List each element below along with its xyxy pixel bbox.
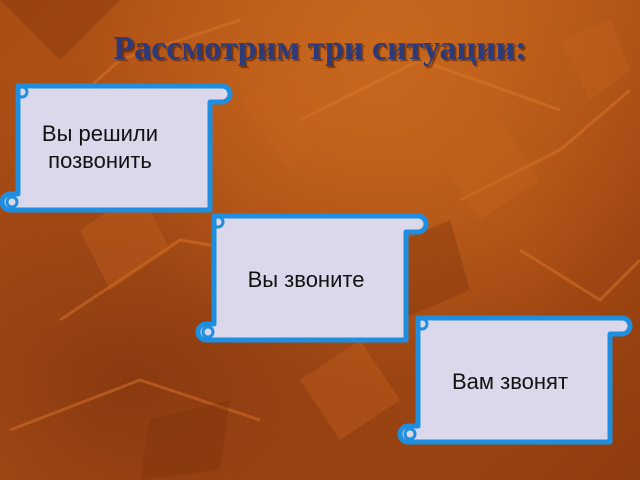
scroll-banner-decided-to-call: Вы решили позвонить bbox=[0, 76, 233, 218]
scroll-shape bbox=[397, 315, 633, 445]
scroll-3-line-1: Вам звонят bbox=[451, 369, 569, 394]
scroll-1-line-2: позвонить bbox=[48, 148, 152, 173]
scroll-2-line-1: Вы звоните bbox=[247, 267, 365, 292]
slide-title: Рассмотрим три ситуации: bbox=[113, 30, 527, 67]
scroll-1-line-1: Вы решили bbox=[41, 121, 159, 146]
scroll-banner-you-are-calling: Вы звоните bbox=[195, 206, 429, 348]
scroll-shape bbox=[0, 83, 233, 213]
scroll-shape bbox=[195, 213, 429, 343]
scroll-banner-they-call-you: Вам звонят bbox=[396, 308, 633, 450]
